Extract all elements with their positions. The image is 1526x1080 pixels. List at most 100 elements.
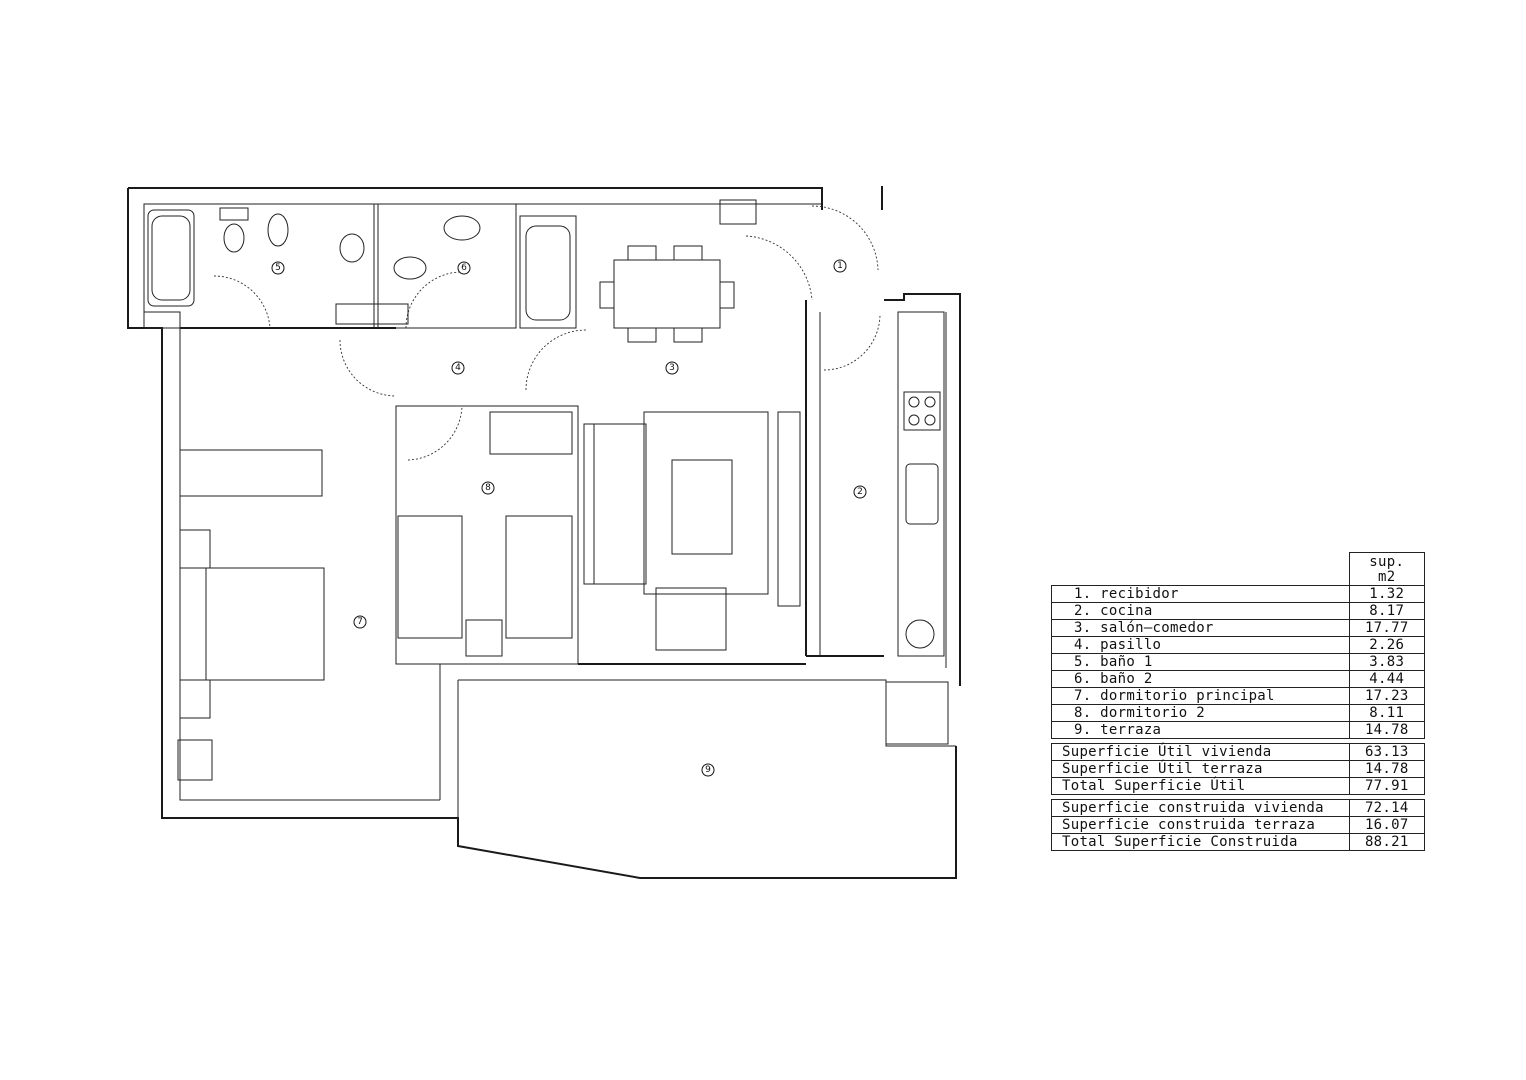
room-number: 2 (857, 487, 863, 497)
room-number: 3 (669, 363, 675, 373)
row-value: 17.77 (1348, 619, 1426, 637)
table-header-row: sup. m2 (1052, 552, 1426, 586)
door-salon (525, 329, 587, 391)
room-labels: 1 2 3 4 5 6 7 8 9 (271, 259, 867, 777)
row-label: 5. baño 1 (1051, 653, 1350, 671)
room-number: 1 (837, 261, 843, 271)
row-label: 8. dormitorio 2 (1051, 704, 1350, 722)
toilet-2 (393, 256, 427, 280)
dining-chair (627, 245, 657, 261)
terrace-outline (439, 664, 956, 818)
row-value: 4.44 (1348, 670, 1426, 688)
dining-chair (673, 327, 703, 343)
tv-unit (777, 411, 801, 607)
door-entrance-2 (811, 205, 879, 271)
row-label: 2. cocina (1051, 602, 1350, 620)
door-bath-1 (213, 275, 271, 329)
row-value: 8.17 (1348, 602, 1426, 620)
door-kitchen (823, 313, 881, 371)
room-number: 6 (461, 263, 467, 273)
dining-chair (599, 281, 615, 309)
room-number: 7 (357, 617, 363, 627)
row-label: Superficie construida terraza (1051, 816, 1350, 834)
kitchen-sink (905, 463, 939, 525)
row-label: 9. terraza (1051, 721, 1350, 739)
row-value: 8.11 (1348, 704, 1426, 722)
bidet-1 (267, 213, 289, 247)
door-hall (339, 339, 397, 397)
row-label: Superficie Útil terraza (1051, 760, 1350, 778)
unit-header: sup. m2 (1348, 552, 1426, 586)
wardrobe-2 (489, 411, 573, 455)
row-label: Total Superficie Construida (1051, 833, 1350, 851)
bathroom-2-wall (377, 203, 517, 329)
kitchen-counter (897, 311, 945, 657)
dining-table (613, 259, 721, 329)
bathtub-2 (519, 215, 577, 329)
room-number: 4 (455, 363, 461, 373)
bedroom-2-wall (395, 405, 579, 665)
coffee-table (671, 459, 733, 555)
sofa (583, 423, 647, 585)
room-number: 5 (275, 263, 281, 273)
row-value: 88.21 (1348, 833, 1426, 851)
entrance-cabinet (719, 199, 757, 225)
double-bed (205, 567, 325, 681)
row-value: 16.07 (1348, 816, 1426, 834)
dining-chair (627, 327, 657, 343)
bed-single-a (397, 515, 463, 639)
nightstand (465, 619, 503, 657)
column (177, 739, 213, 781)
hob (903, 391, 941, 431)
laundry-unit (885, 681, 949, 745)
rug (643, 411, 769, 595)
row-value: 1.32 (1348, 585, 1426, 603)
wardrobe-1 (179, 449, 323, 497)
row-label: 4. pasillo (1051, 636, 1350, 654)
row-value: 14.78 (1348, 760, 1426, 778)
door-bedroom-2 (407, 405, 463, 461)
row-label: Superficie construida vivienda (1051, 799, 1350, 817)
row-value: 63.13 (1348, 743, 1426, 761)
bedside-table (179, 529, 211, 569)
row-value: 17.23 (1348, 687, 1426, 705)
row-value: 72.14 (1348, 799, 1426, 817)
sink-1 (339, 233, 365, 263)
row-value: 3.83 (1348, 653, 1426, 671)
bathtub-1 (147, 209, 195, 307)
toilet-1-tank (219, 207, 249, 221)
row-label: Superficie Útil vivienda (1051, 743, 1350, 761)
armchair (655, 587, 727, 651)
room-number: 8 (485, 483, 491, 493)
bathtub-1-inner (151, 215, 191, 301)
toilet-1 (223, 223, 245, 253)
row-label: Total Superficie Útil (1051, 777, 1350, 795)
unit-header-line2: m2 (1378, 569, 1396, 585)
room-number: 9 (705, 765, 711, 775)
row-value: 2.26 (1348, 636, 1426, 654)
row-label: 7. dormitorio principal (1051, 687, 1350, 705)
washing-machine (905, 619, 935, 649)
outer-wall-inner-line (143, 203, 947, 801)
row-label: 1. recibidor (1051, 585, 1350, 603)
sink-2 (443, 215, 481, 241)
bathtub-2-inner (525, 225, 571, 321)
dining-chair (673, 245, 703, 261)
row-value: 77.91 (1348, 777, 1426, 795)
